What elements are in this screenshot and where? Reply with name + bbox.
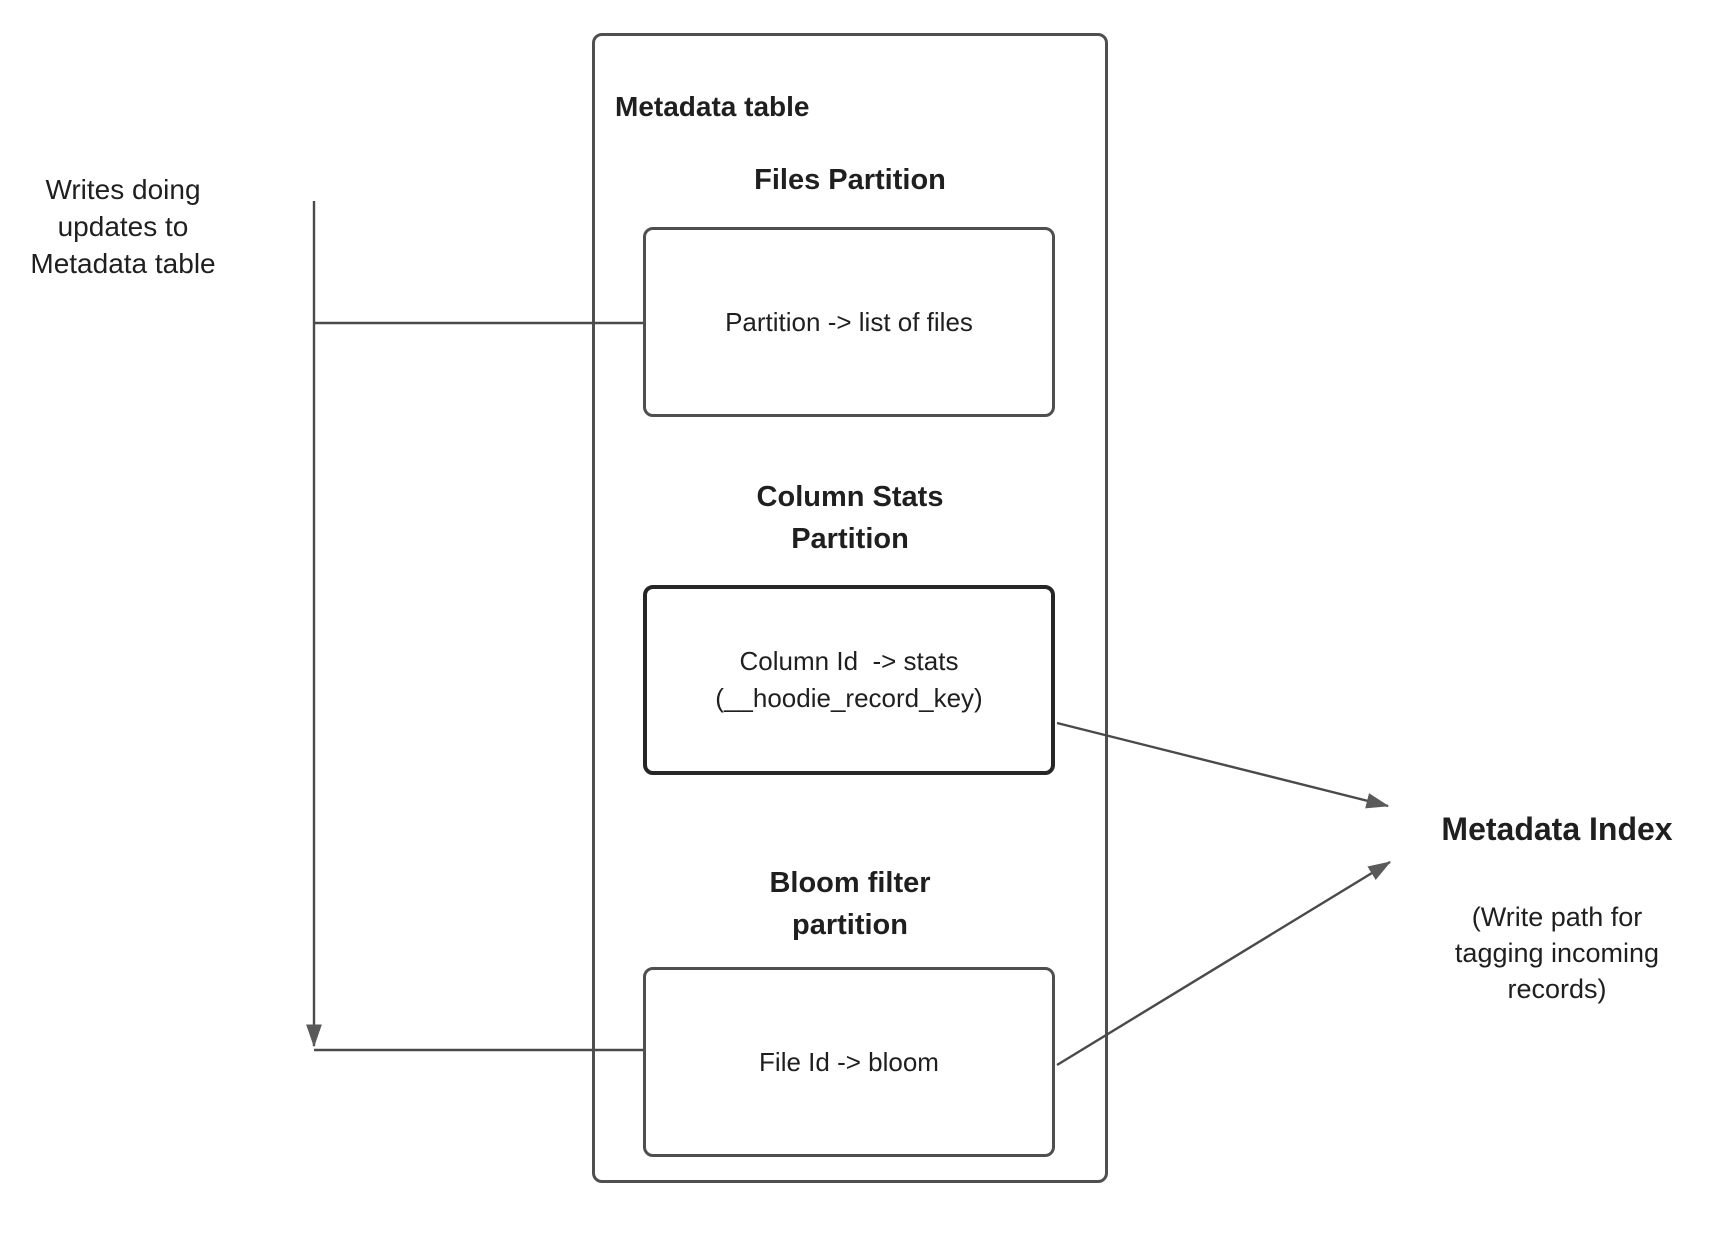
column-stats-partition-box: Column Id -> stats (__hoodie_record_key) [643, 585, 1055, 775]
files-partition-box-text: Partition -> list of files [725, 306, 973, 337]
files-partition-box: Partition -> list of files [643, 227, 1055, 417]
bloom-box-text: File Id -> bloom [759, 1046, 939, 1077]
annotation-line-2: updates to [57, 211, 189, 242]
files-partition-heading: Files Partition [592, 159, 1108, 201]
column-stats-heading-line-2: Partition [791, 523, 909, 555]
metadata-index-title: Metadata Index [1441, 811, 1673, 847]
column-stats-box-text-1: Column Id -> stats [739, 646, 959, 676]
metadata-table-title: Metadata table [615, 91, 810, 122]
bloom-heading-line-2: partition [792, 909, 908, 941]
annotation-line-3: Metadata table [30, 248, 216, 279]
metadata-index-subtitle-line-2: tagging incoming [1454, 938, 1660, 968]
metadata-index-subtitle: (Write path for tagging incoming records… [1377, 899, 1718, 1007]
annotation-line-1: Writes doing [45, 174, 201, 205]
files-partition-heading-line: Files Partition [754, 164, 946, 196]
metadata-index-subtitle-line-3: records) [1507, 974, 1607, 1004]
column-stats-box-text-2: (__hoodie_record_key) [715, 683, 983, 713]
column-stats-partition-heading: Column Stats Partition [592, 476, 1108, 560]
bloom-filter-partition-heading: Bloom filter partition [592, 862, 1108, 946]
column-stats-heading-line-1: Column Stats [756, 481, 944, 513]
bloom-filter-partition-box: File Id -> bloom [643, 967, 1055, 1157]
writes-updates-annotation: Writes doing updates to Metadata table [0, 171, 246, 282]
bloom-heading-line-1: Bloom filter [769, 867, 931, 899]
metadata-index-subtitle-line-1: (Write path for [1471, 902, 1643, 932]
